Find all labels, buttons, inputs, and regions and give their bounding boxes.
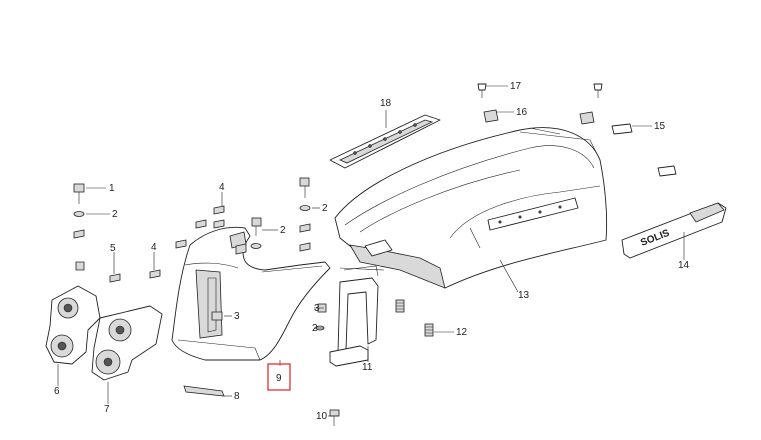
grommet-part-16: [483, 109, 595, 125]
callout-7: 7: [104, 404, 110, 415]
support-bracket-part-11: [329, 265, 385, 367]
callout-15: 15: [654, 121, 666, 132]
callout-13: 13: [518, 290, 530, 301]
callout-6: 6: [54, 386, 60, 397]
headlamp-part-7: [91, 305, 163, 381]
hood-part-13: [334, 127, 608, 289]
callout-2a: 2: [112, 209, 118, 220]
spring-part-12: [395, 299, 434, 337]
callout-1: 1: [109, 183, 115, 194]
callout-8: 8: [234, 391, 240, 402]
callout-3a: 3: [314, 303, 320, 314]
callout-17: 17: [510, 81, 522, 92]
vent-grille-part-18: [329, 114, 441, 169]
callout-2d: 2: [312, 323, 318, 334]
callout-4a: 4: [219, 182, 225, 193]
callout-2c: 2: [280, 225, 286, 236]
callout-18: 18: [380, 98, 392, 109]
headlamp-part-6: [45, 285, 101, 365]
callout-11: 11: [362, 362, 373, 373]
front-grille-part-9: [171, 226, 331, 361]
screw-part-17: [477, 83, 603, 98]
callout-5: 5: [110, 243, 116, 254]
callout-10: 10: [316, 411, 328, 422]
highlight-box-9: [267, 363, 291, 391]
callout-14: 14: [678, 260, 690, 271]
strip-part-8: [183, 385, 225, 397]
callout-4b: 4: [151, 242, 157, 253]
callout-9: 9: [276, 373, 282, 384]
bracket-part-15: [611, 123, 677, 177]
callout-3b: 3: [234, 311, 240, 322]
callout-2b: 2: [322, 203, 328, 214]
side-emblem-part-14: SOLIS: [621, 202, 727, 259]
callout-16: 16: [516, 107, 528, 118]
callout-12: 12: [456, 327, 468, 338]
callout-labels: 1 2 2 2 2 3 3 4 4 5 6 7 8 9 10 11 12 13 …: [54, 81, 690, 422]
fasteners: [73, 177, 340, 426]
leader-lines: [57, 85, 685, 417]
